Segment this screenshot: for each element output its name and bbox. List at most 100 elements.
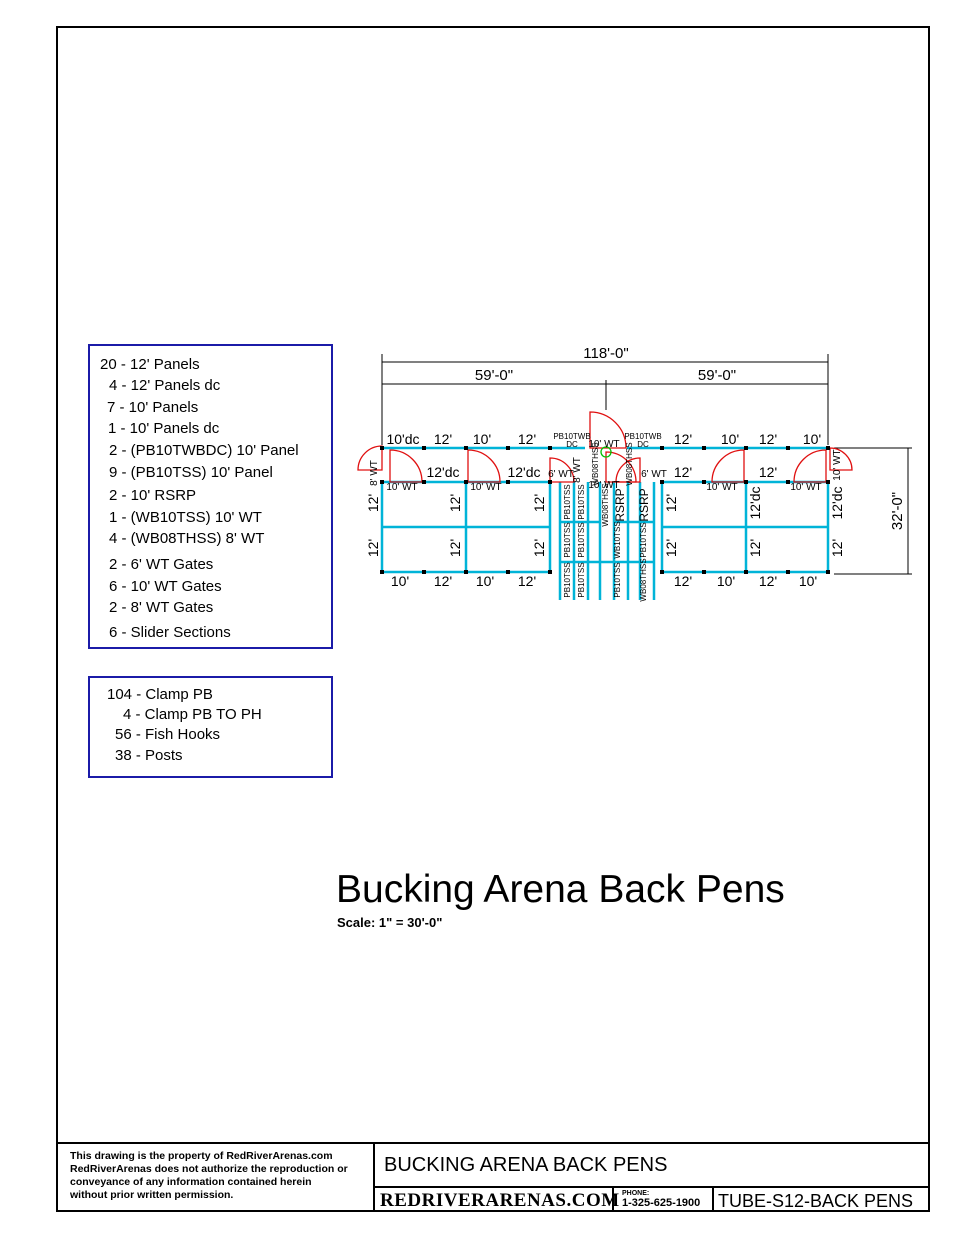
post xyxy=(702,446,706,450)
plan-label: PB10TSS xyxy=(639,522,648,557)
post xyxy=(744,446,748,450)
plan-label: WB08THSS xyxy=(625,442,634,485)
list-item: 2 - 6' WT Gates xyxy=(109,556,214,573)
post xyxy=(506,570,510,574)
post xyxy=(506,480,510,484)
plan-label: 12' xyxy=(447,494,463,512)
plan-label: PB10TSS xyxy=(563,562,572,597)
post xyxy=(744,480,748,484)
plan-label: 10' WT xyxy=(832,449,843,480)
plan-label: 12' xyxy=(434,431,452,447)
dimension-lines xyxy=(381,354,912,575)
plan-label: 10' WT xyxy=(386,482,417,493)
plan-label: 10' xyxy=(803,431,821,447)
brand-name: REDRIVERARENAS.COM xyxy=(380,1190,620,1211)
plan-label: WB10TSS xyxy=(613,521,622,558)
list-item: 38 - Posts xyxy=(115,747,183,764)
list-item: 4 - Clamp PB TO PH xyxy=(123,706,262,723)
plan-label: RSRP xyxy=(637,488,651,521)
plan-label: 12' xyxy=(674,573,692,589)
plan-label: WB08THSS xyxy=(601,483,610,526)
plan-label: 59'-0" xyxy=(475,367,513,384)
post xyxy=(464,570,468,574)
title-block-border xyxy=(56,1142,930,1144)
post xyxy=(660,446,664,450)
gate-swing xyxy=(549,457,575,483)
plan-label: PB10TSS xyxy=(577,484,586,519)
plan-label: 12' xyxy=(759,431,777,447)
post xyxy=(380,570,384,574)
plan-label: 12' xyxy=(759,464,777,480)
post xyxy=(744,570,748,574)
post xyxy=(702,570,706,574)
post xyxy=(826,480,830,484)
post xyxy=(786,446,790,450)
gate-swing xyxy=(793,449,827,483)
ownership-notice: This drawing is the property of RedRiver… xyxy=(70,1150,348,1201)
drawing-number: TUBE-S12-BACK PENS xyxy=(718,1191,914,1211)
plan-label: 10' WT xyxy=(470,482,501,493)
drawing-scale: Scale: 1" = 30'-0" xyxy=(337,915,443,930)
post xyxy=(660,570,664,574)
plan-label: 10' WT xyxy=(588,480,619,491)
plan-label: 12' xyxy=(365,494,381,512)
gate-swing xyxy=(829,447,853,471)
list-item: 4 - (WB08THSS) 8' WT xyxy=(109,530,265,547)
list-item: 2 - 8' WT Gates xyxy=(109,599,214,616)
gate-swing xyxy=(389,449,423,483)
plan-label: 10'dc xyxy=(386,431,419,447)
plan-label: 12'dc xyxy=(829,486,845,519)
plan-label: WB08THSS xyxy=(591,442,600,485)
plan-label: PB10TSS xyxy=(577,562,586,597)
plan-label: 10' WT xyxy=(790,482,821,493)
list-item: 7 - 10' Panels xyxy=(107,399,199,416)
plan-label: PB10TSS xyxy=(563,484,572,519)
gates xyxy=(357,411,853,483)
plan-label: 10' xyxy=(717,573,735,589)
gate-swing xyxy=(589,411,627,449)
gate-swing xyxy=(605,451,637,483)
plan-label: DC xyxy=(566,440,578,449)
title-block-divider xyxy=(373,1142,375,1212)
plan-label: 12' xyxy=(434,573,452,589)
plan-label: 12' xyxy=(663,494,679,512)
plan-label: RSRP xyxy=(613,488,627,521)
latch-circle xyxy=(600,446,612,458)
plan-label: 59'-0" xyxy=(698,367,736,384)
post xyxy=(826,446,830,450)
posts xyxy=(380,446,830,574)
list-item: 104 - Clamp PB xyxy=(107,686,213,703)
list-item: 6 - 10' WT Gates xyxy=(109,578,222,595)
list-item: 9 - (PB10TSS) 10' Panel xyxy=(109,464,273,481)
post xyxy=(786,480,790,484)
plan-label: 12' xyxy=(663,539,679,557)
list-item: 2 - 10' RSRP xyxy=(109,487,197,504)
plan-label: 12' xyxy=(365,539,381,557)
plan-label: 8' WT xyxy=(572,457,583,483)
plan-label: PB10TWB xyxy=(624,432,661,441)
post xyxy=(548,446,552,450)
plan-label: 10' xyxy=(799,573,817,589)
list-item: 20 - 12' Panels xyxy=(100,356,200,373)
title-block-divider xyxy=(373,1186,930,1188)
post xyxy=(464,446,468,450)
plan-label: 10' xyxy=(391,573,409,589)
post xyxy=(422,570,426,574)
plan-label: 12'dc xyxy=(507,464,540,480)
plan-label: 12' xyxy=(674,464,692,480)
gate-swing xyxy=(467,449,501,483)
plan-label: PB10TSS xyxy=(577,522,586,557)
plan-label: 12' xyxy=(531,494,547,512)
list-item: 1 - (WB10TSS) 10' WT xyxy=(109,509,262,526)
plan-label: PB10TSS xyxy=(563,522,572,557)
post xyxy=(380,446,384,450)
post xyxy=(464,480,468,484)
post xyxy=(548,570,552,574)
plan-label: 10' xyxy=(473,431,491,447)
post xyxy=(380,480,384,484)
plan-label: 12' xyxy=(674,431,692,447)
post xyxy=(422,446,426,450)
